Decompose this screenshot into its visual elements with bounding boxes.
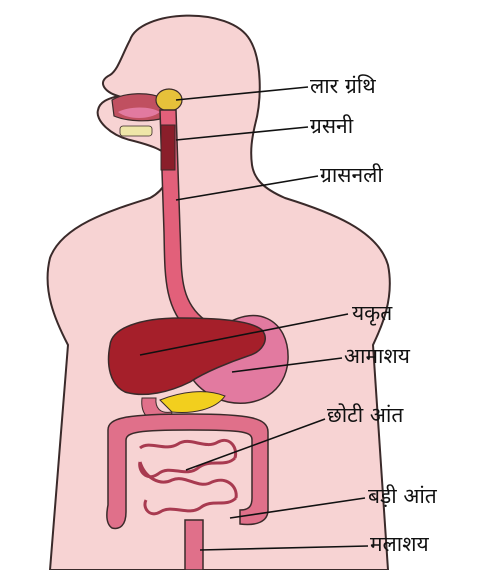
rectum-shape: [185, 520, 203, 570]
label-liver: यकृत: [352, 303, 392, 324]
label-small-intestine: छोटी आंत: [327, 405, 403, 426]
label-stomach: आमाशय: [344, 346, 410, 367]
label-salivary-gland: लार ग्रंथि: [310, 76, 376, 97]
teeth: [120, 126, 152, 136]
body-silhouette: [48, 16, 390, 570]
label-rectum: मलाशय: [370, 534, 429, 555]
pharynx-shape: [161, 125, 175, 170]
label-esophagus: ग्रासनली: [320, 165, 383, 186]
label-pharynx: ग्रसनी: [310, 116, 353, 137]
label-large-intestine: बड़ी आंत: [368, 486, 437, 507]
